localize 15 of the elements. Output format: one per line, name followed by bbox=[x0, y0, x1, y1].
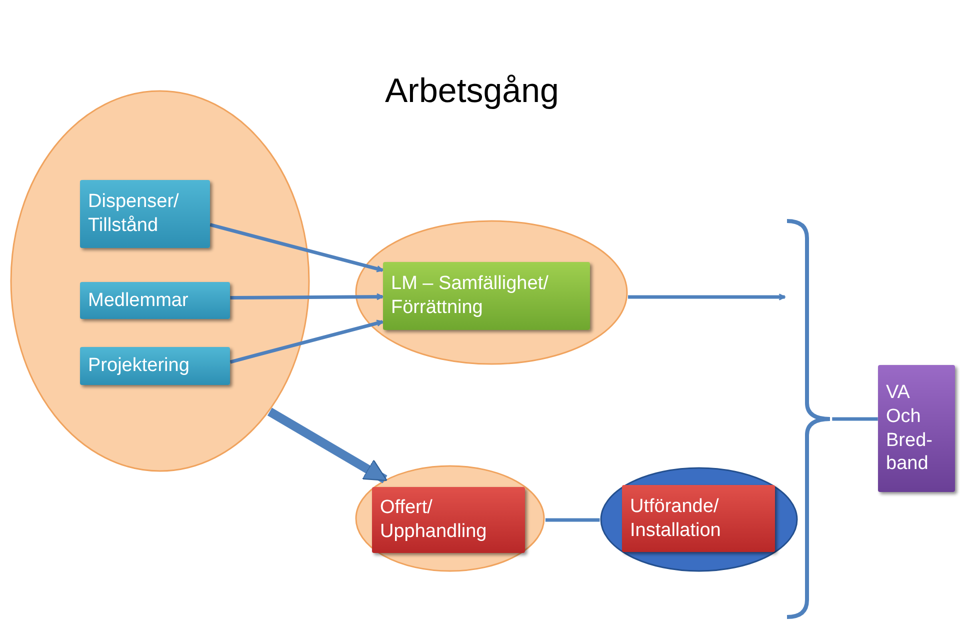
arrow bbox=[267, 408, 388, 484]
process-box: Offert/ Upphandling bbox=[372, 487, 525, 553]
process-box: Medlemmar bbox=[80, 282, 230, 319]
process-box: Dispenser/ Tillstånd bbox=[80, 180, 210, 248]
connector-line bbox=[545, 518, 600, 522]
process-box: Utförande/ Installation bbox=[622, 485, 775, 552]
arrow bbox=[230, 293, 384, 300]
connector-line bbox=[832, 417, 878, 421]
arrow bbox=[230, 320, 384, 364]
result-box: VA Och Bred-band bbox=[878, 365, 955, 492]
arrow bbox=[210, 222, 384, 272]
process-box: LM – Samfällighet/ Förrättning bbox=[383, 262, 590, 330]
process-box: Projektering bbox=[80, 347, 230, 385]
arrow bbox=[628, 294, 786, 300]
diagram-title: Arbetsgång bbox=[385, 72, 559, 111]
